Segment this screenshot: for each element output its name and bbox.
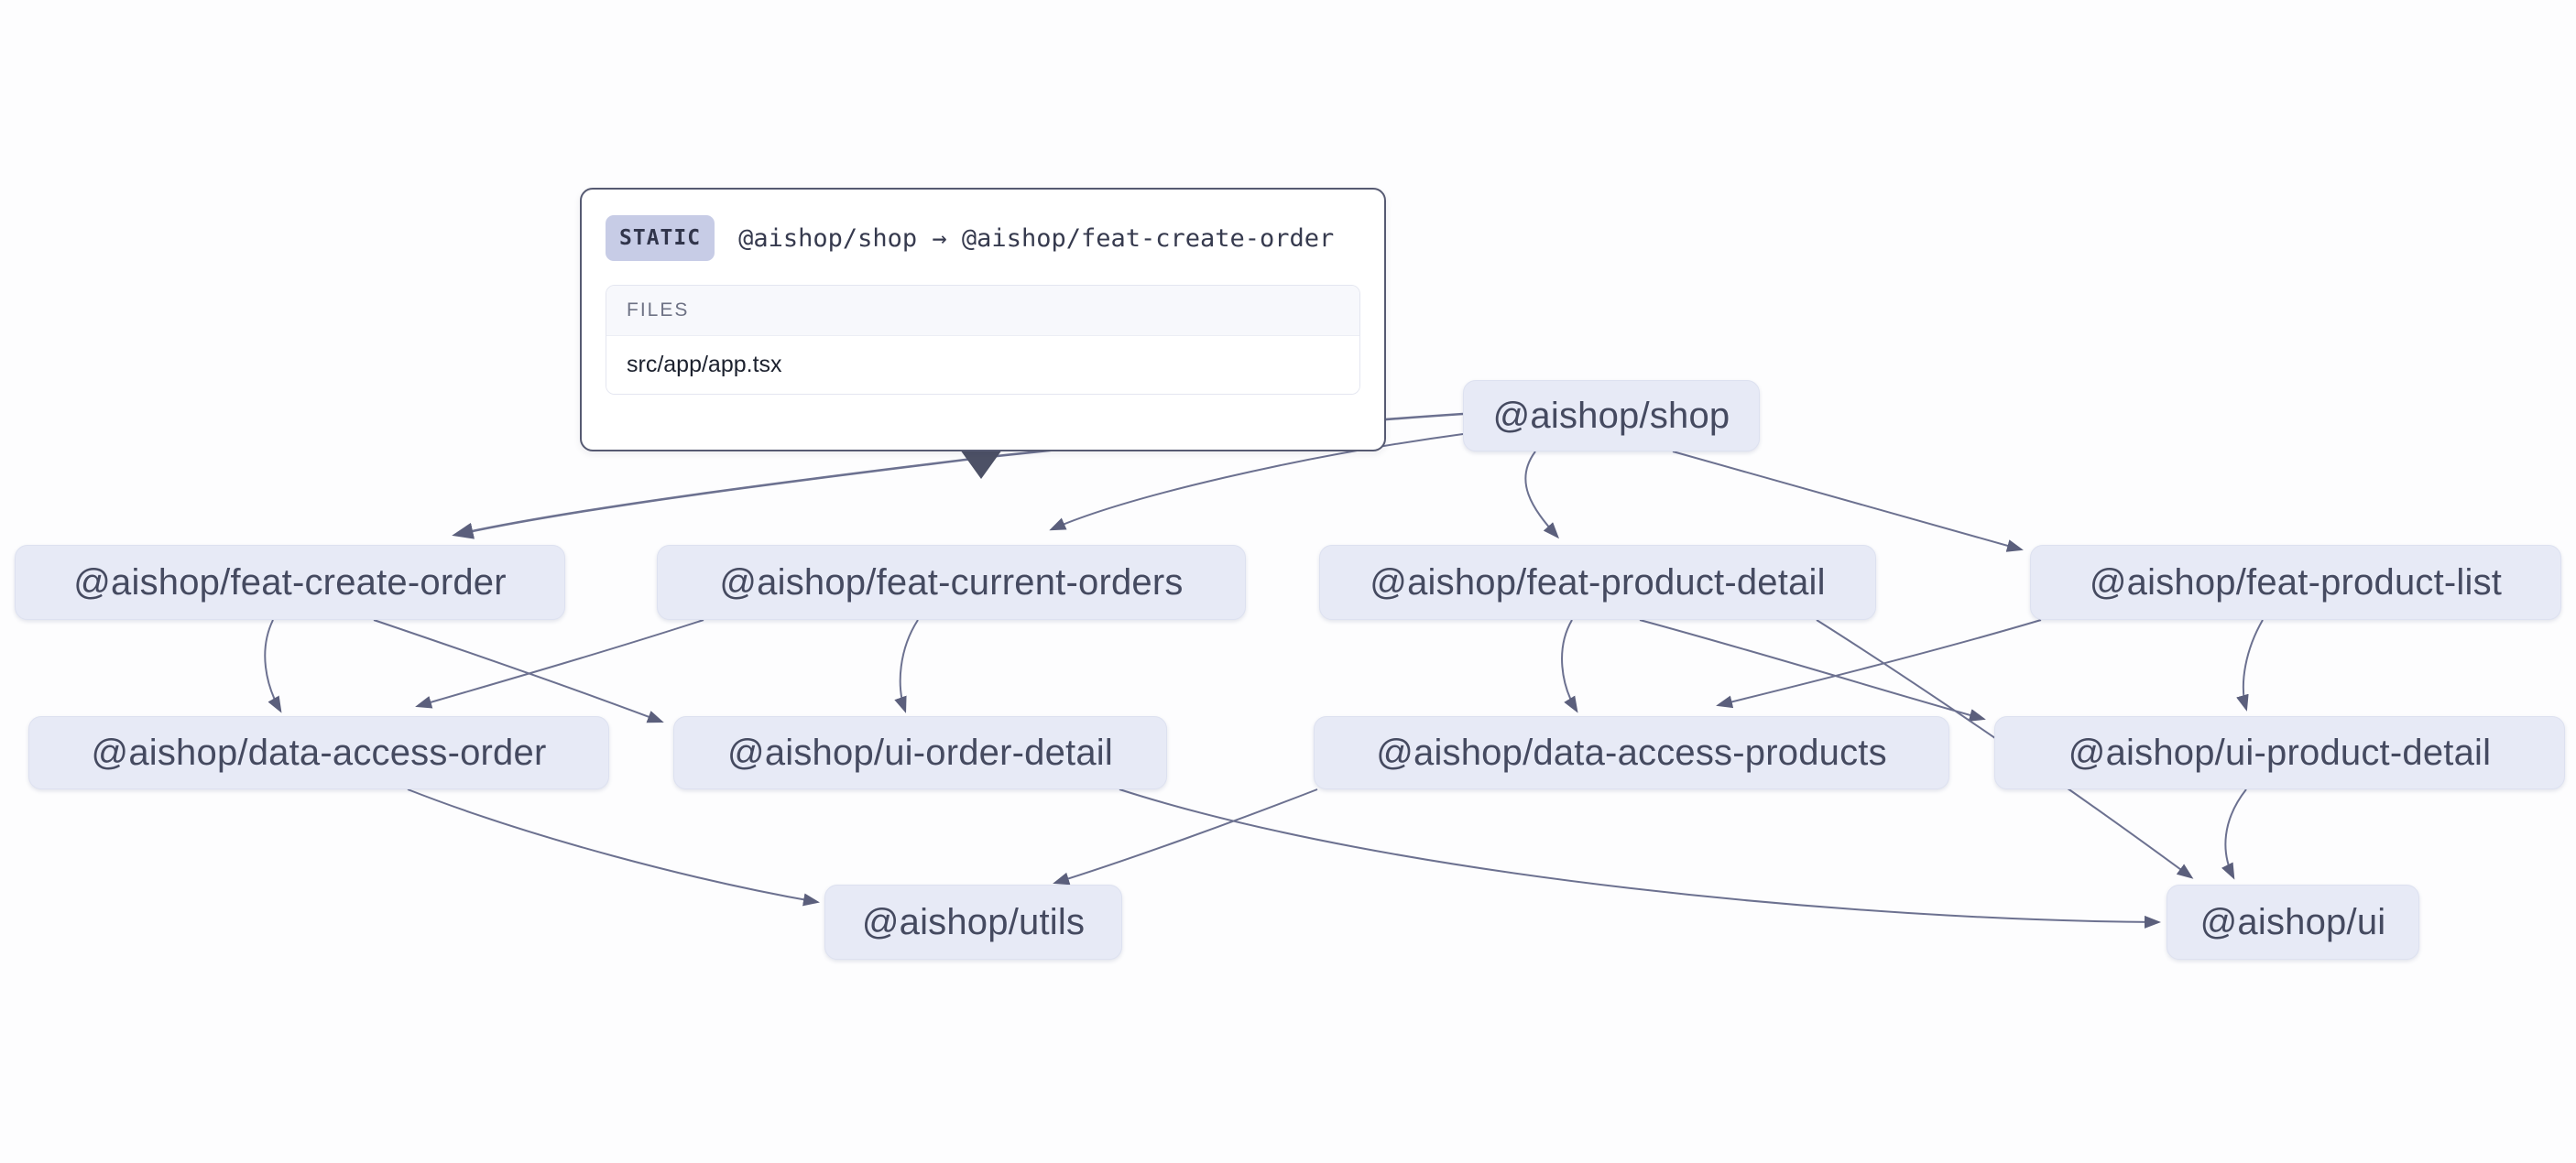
graph-node-label: @aishop/feat-product-detail: [1370, 561, 1826, 603]
files-section: FILES src/app/app.tsx: [606, 285, 1360, 395]
hovered-edge-arrowhead: [960, 450, 1002, 479]
edge-tooltip-header: STATIC @aishop/shop → @aishop/feat-creat…: [606, 215, 1360, 261]
graph-node-label: @aishop/feat-create-order: [73, 561, 507, 603]
graph-node-data-access-order[interactable]: @aishop/data-access-order: [28, 716, 609, 789]
graph-node-feat-product-list[interactable]: @aishop/feat-product-list: [2030, 545, 2561, 620]
graph-node-feat-create-order[interactable]: @aishop/feat-create-order: [15, 545, 565, 620]
dependency-edge-feat-current-orders-to-data-access-order[interactable]: [415, 619, 704, 709]
dependency-edge-data-access-order-to-utils[interactable]: [407, 788, 820, 907]
graph-node-label: @aishop/feat-product-list: [2089, 561, 2503, 603]
dependency-edge-feat-current-orders-to-ui-order-detail[interactable]: [894, 619, 919, 713]
graph-node-shop[interactable]: @aishop/shop: [1463, 380, 1760, 451]
file-list: src/app/app.tsx: [606, 335, 1359, 394]
graph-node-feat-product-detail[interactable]: @aishop/feat-product-detail: [1319, 545, 1876, 620]
edge-type-badge: STATIC: [606, 215, 715, 261]
edge-tooltip: STATIC @aishop/shop → @aishop/feat-creat…: [580, 188, 1386, 451]
graph-node-feat-current-orders[interactable]: @aishop/feat-current-orders: [657, 545, 1246, 620]
dependency-edge-shop-to-feat-product-list[interactable]: [1672, 451, 2024, 552]
graph-node-label: @aishop/data-access-products: [1376, 732, 1887, 773]
graph-node-ui-product-detail[interactable]: @aishop/ui-product-detail: [1994, 716, 2565, 789]
dependency-edge-feat-product-detail-to-ui-product-detail[interactable]: [1639, 619, 1986, 722]
graph-node-ui-order-detail[interactable]: @aishop/ui-order-detail: [673, 716, 1167, 789]
graph-node-utils[interactable]: @aishop/utils: [824, 885, 1122, 960]
graph-node-label: @aishop/shop: [1492, 395, 1730, 436]
dependency-edge-shop-to-feat-product-detail[interactable]: [1524, 451, 1560, 539]
file-path: src/app/app.tsx: [606, 335, 1359, 394]
files-section-header: FILES: [606, 286, 1359, 335]
dependency-edge-feat-product-list-to-data-access-products[interactable]: [1716, 619, 2042, 709]
edge-tooltip-title: @aishop/shop → @aishop/feat-create-order: [738, 223, 1335, 253]
dependency-edge-feat-product-detail-to-data-access-products[interactable]: [1561, 619, 1578, 713]
dependency-edge-data-access-products-to-utils[interactable]: [1053, 788, 1318, 886]
dependency-edge-ui-order-detail-to-ui[interactable]: [1119, 788, 2161, 929]
graph-node-ui[interactable]: @aishop/ui: [2167, 885, 2419, 960]
dependency-edge-feat-create-order-to-data-access-order[interactable]: [264, 619, 282, 713]
dependency-edge-feat-create-order-to-ui-order-detail[interactable]: [373, 619, 664, 723]
graph-node-label: @aishop/data-access-order: [91, 732, 547, 773]
graph-node-label: @aishop/ui-order-detail: [727, 732, 1113, 773]
graph-node-label: @aishop/feat-current-orders: [719, 561, 1184, 603]
dependency-edge-feat-product-list-to-ui-product-detail[interactable]: [2236, 619, 2264, 712]
graph-node-label: @aishop/ui-product-detail: [2068, 732, 2492, 773]
graph-node-label: @aishop/utils: [861, 901, 1086, 942]
graph-node-label: @aishop/ui: [2199, 901, 2386, 942]
graph-node-data-access-products[interactable]: @aishop/data-access-products: [1314, 716, 1949, 789]
dependency-edge-shop-to-feat-current-orders[interactable]: [1049, 433, 1464, 531]
dependency-edge-ui-product-detail-to-ui[interactable]: [2221, 788, 2247, 880]
